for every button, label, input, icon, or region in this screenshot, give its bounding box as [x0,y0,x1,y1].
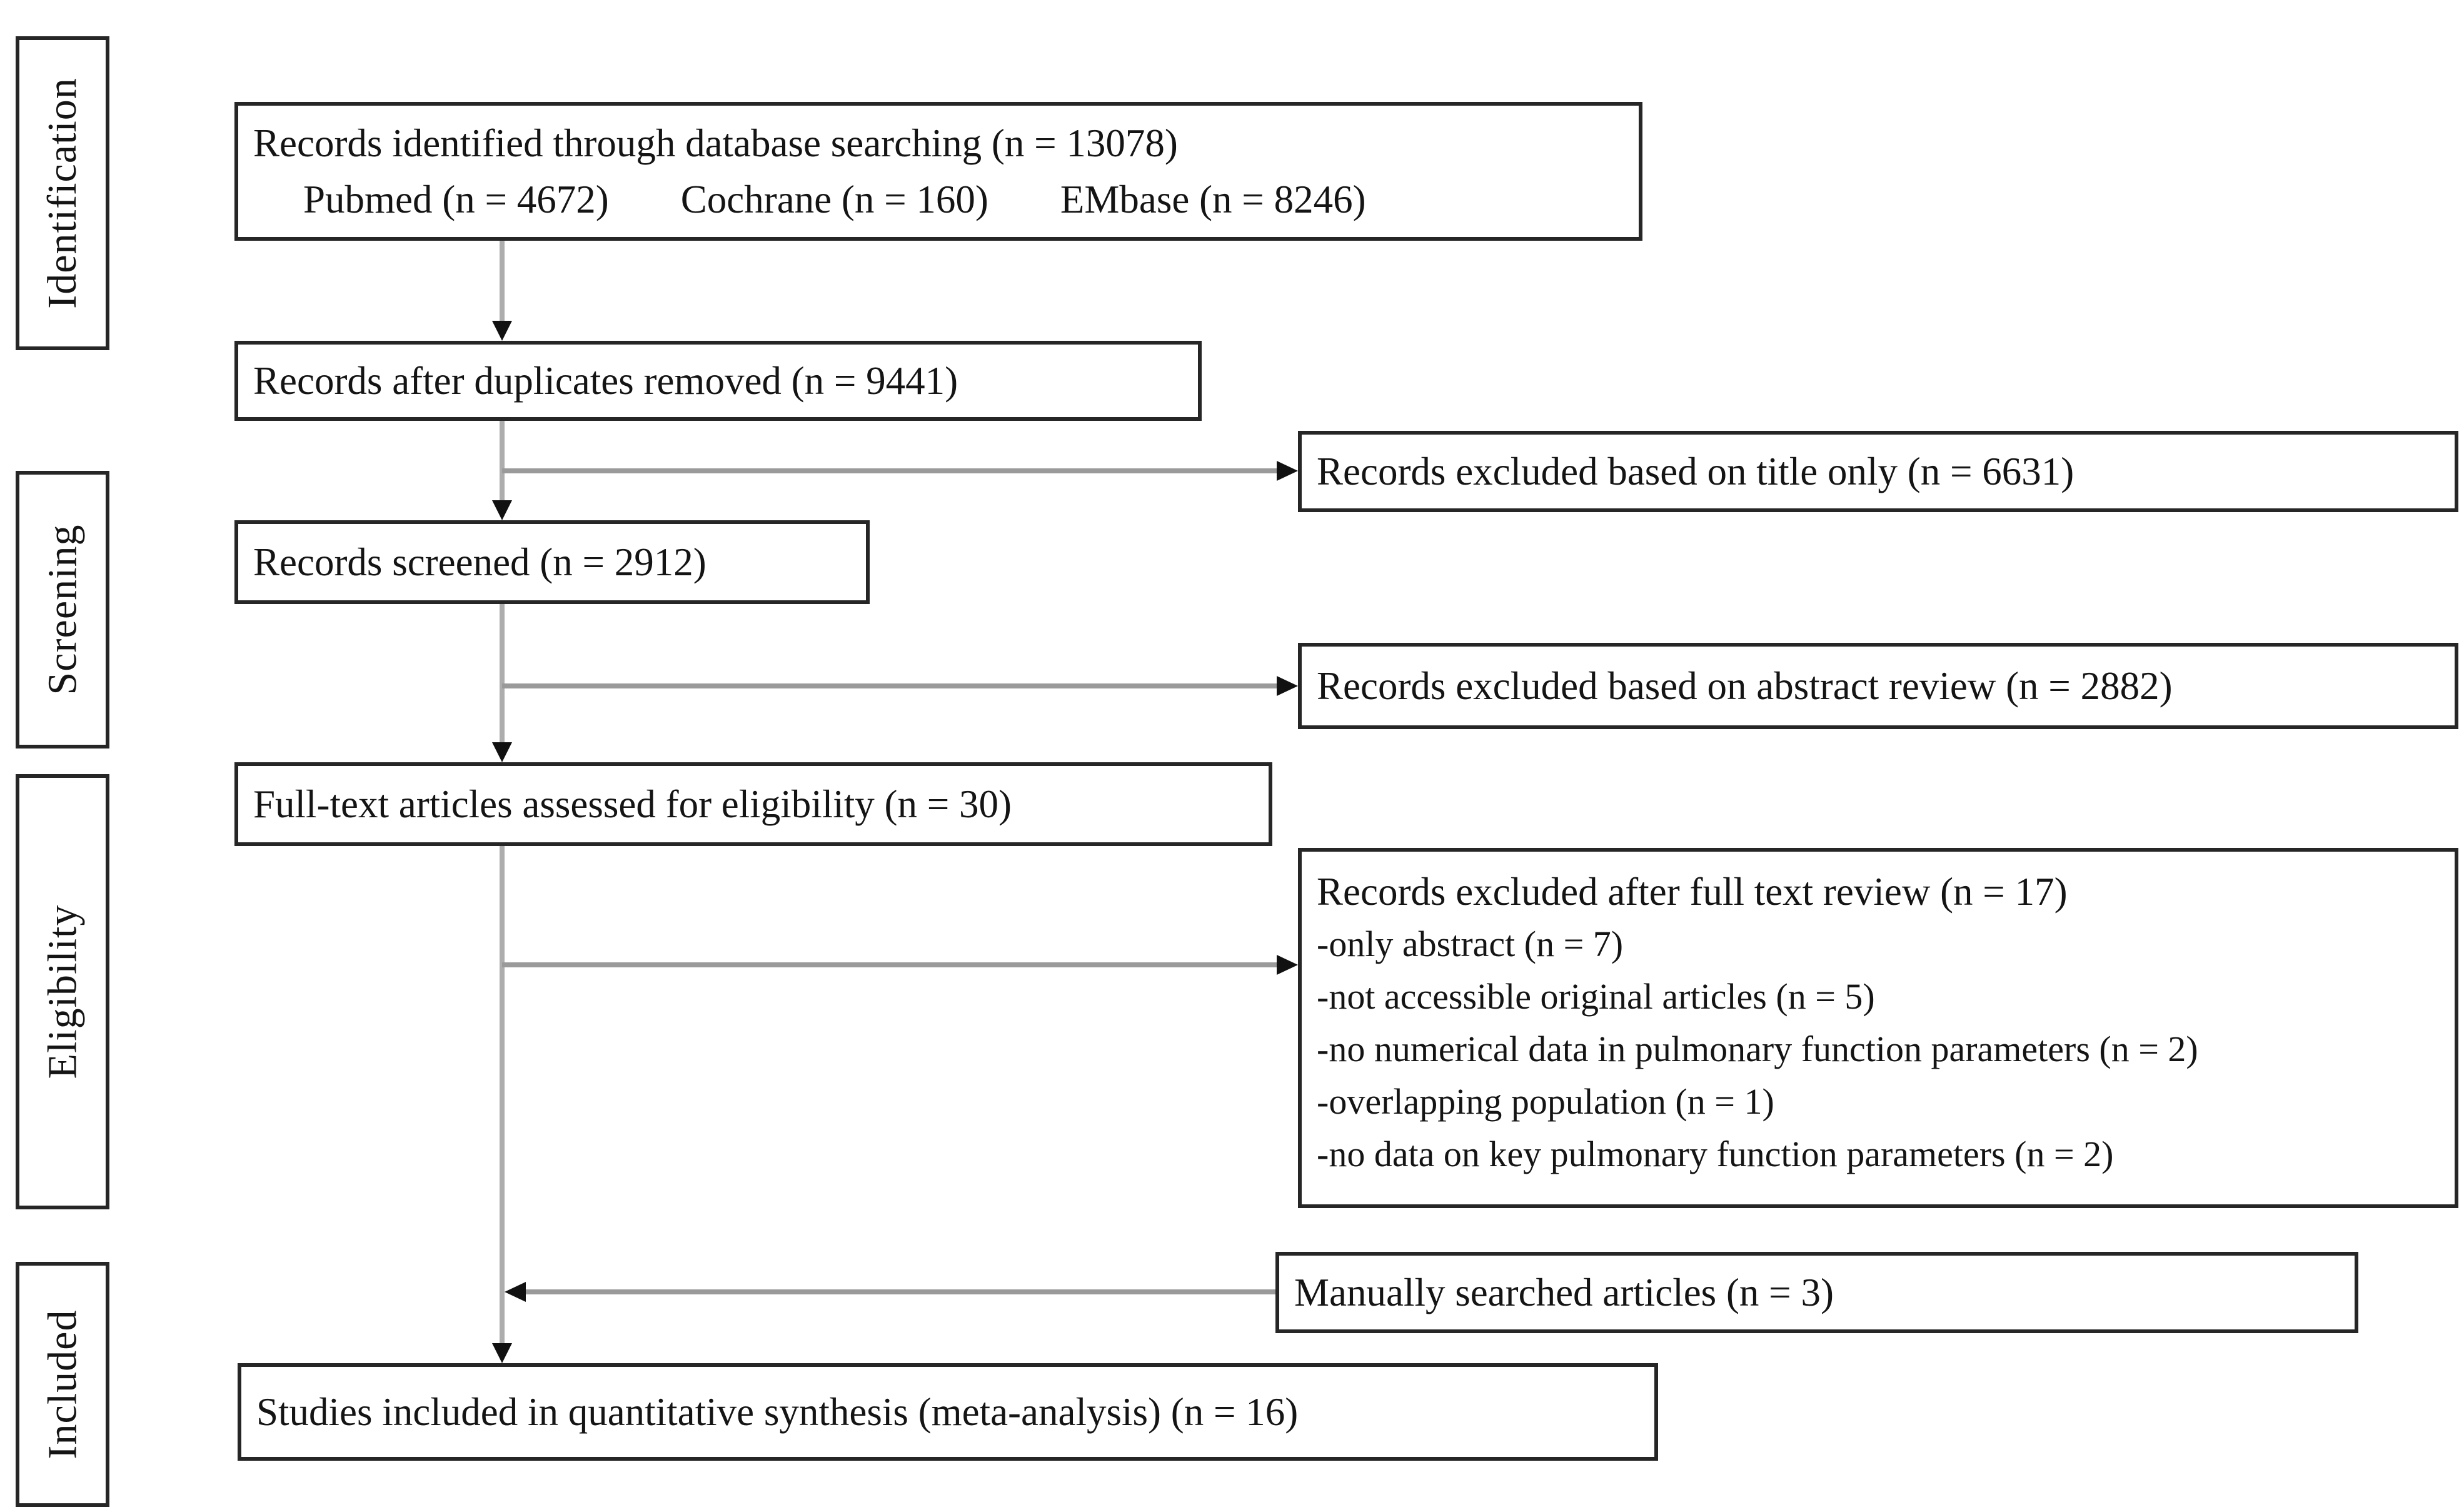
excluded-fulltext-title: Records excluded after full text review … [1317,870,2068,914]
arrowhead-into-fulltext [492,742,512,762]
manual-search-text: Manually searched articles (n = 3) [1294,1271,1834,1314]
fulltext-assessed-text: Full-text articles assessed for eligibil… [253,782,1012,826]
excluded-abstract-text: Records excluded based on abstract revie… [1317,664,2173,708]
stage-identification: Identification [16,36,109,350]
box-manual-search: Manually searched articles (n = 3) [1275,1252,2358,1333]
arrowhead-from-manual-search [505,1282,526,1302]
stage-screening-label: Screening [39,524,85,695]
source-pubmed: Pubmed (n = 4672) [303,178,609,221]
connector-identified-to-duplicates [500,241,505,322]
records-identified-text: Records identified through database sear… [253,121,1178,165]
arrowhead-into-included [492,1343,512,1363]
box-excluded-fulltext: Records excluded after full text review … [1298,848,2458,1208]
connector-fulltext-to-included [500,846,505,1344]
box-records-screened: Records screened (n = 2912) [234,520,870,604]
branch-to-excluded-fulltext [502,962,1277,967]
records-screened-text: Records screened (n = 2912) [253,540,707,584]
arrowhead-into-screened [492,500,512,520]
exclusion-reason: -overlapping population (n = 1) [1317,1081,1774,1122]
records-identified-sources: Pubmed (n = 4672) Cochrane (n = 160) EMb… [303,171,1624,228]
arrowhead-into-duplicates [492,321,512,341]
stage-eligibility: Eligibility [16,774,109,1209]
box-excluded-title-only: Records excluded based on title only (n … [1298,431,2458,512]
included-synthesis-text: Studies included in quantitative synthes… [256,1390,1299,1434]
box-fulltext-assessed: Full-text articles assessed for eligibil… [234,762,1272,846]
source-cochrane: Cochrane (n = 160) [680,178,988,221]
arrowhead-into-excluded-title-only [1277,461,1298,481]
box-included-synthesis: Studies included in quantitative synthes… [238,1363,1658,1461]
connector-duplicates-to-screened [500,421,505,501]
duplicates-removed-text: Records after duplicates removed (n = 94… [253,359,958,403]
exclusion-reason: -not accessible original articles (n = 5… [1317,976,1875,1017]
box-duplicates-removed: Records after duplicates removed (n = 94… [234,341,1202,421]
arrowhead-into-excluded-abstract [1277,676,1298,696]
stage-included: Included [16,1262,109,1507]
exclusion-reason: -no data on key pulmonary function param… [1317,1134,2114,1174]
branch-to-excluded-title-only [502,468,1277,473]
exclusion-reason: -only abstract (n = 7) [1317,924,1624,964]
branch-to-excluded-abstract [502,683,1277,688]
arrowhead-into-excluded-fulltext [1277,955,1298,975]
stage-identification-label: Identification [39,78,85,309]
box-records-identified: Records identified through database sear… [234,102,1642,241]
branch-from-manual-search [526,1289,1275,1294]
excluded-title-only-text: Records excluded based on title only (n … [1317,450,2074,493]
exclusion-reason: -no numerical data in pulmonary function… [1317,1029,2198,1069]
connector-screened-to-fulltext [500,604,505,743]
stage-screening: Screening [16,471,109,748]
source-embase: EMbase (n = 8246) [1060,178,1366,221]
box-excluded-abstract: Records excluded based on abstract revie… [1298,643,2458,729]
stage-included-label: Included [39,1309,85,1459]
stage-eligibility-label: Eligibility [39,904,85,1079]
